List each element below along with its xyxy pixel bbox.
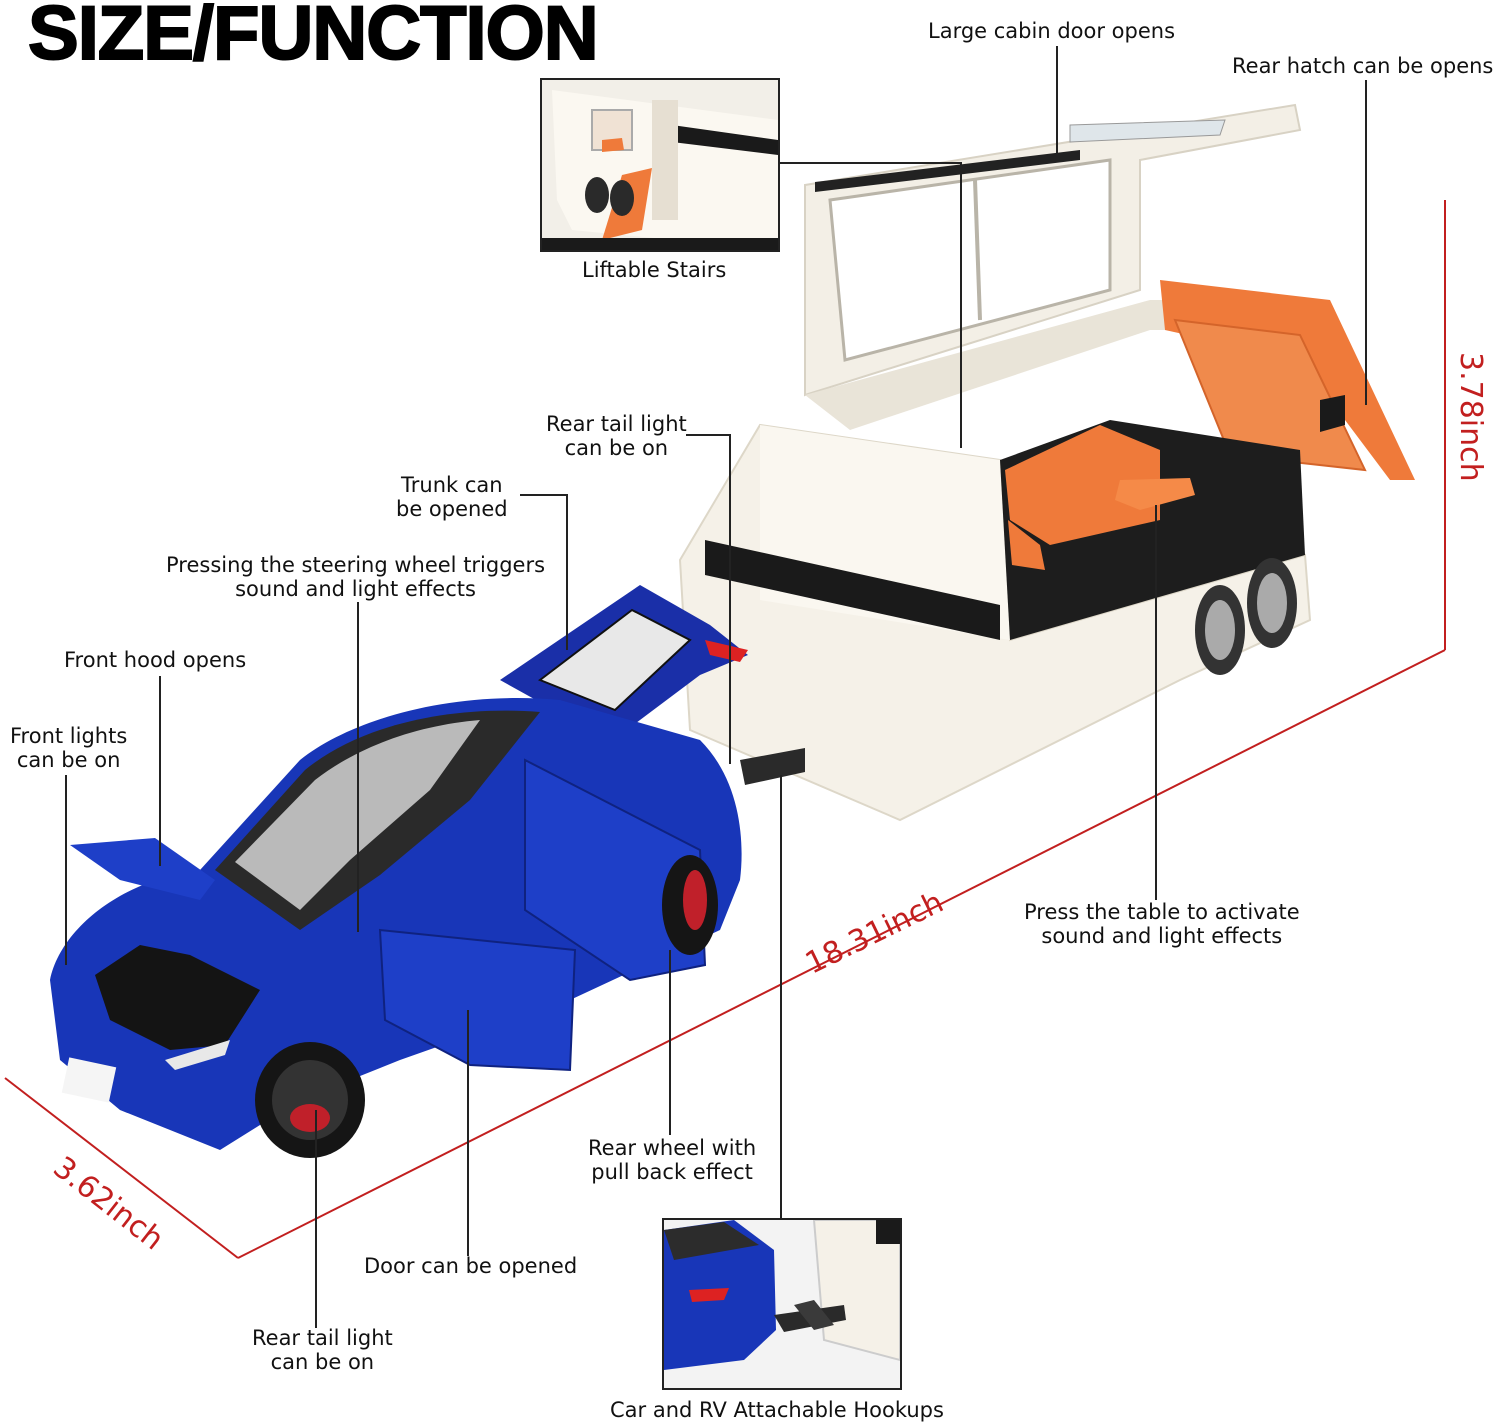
stairs-caption: Liftable Stairs: [582, 258, 727, 282]
car-tail-light-leader: [315, 1110, 317, 1328]
trunk-label: Trunk can be opened: [396, 473, 508, 521]
rv-tail-light-leader-v: [729, 434, 731, 764]
stairs-leader-h: [778, 162, 962, 164]
hookup-inset: [662, 1218, 902, 1390]
steering-leader: [357, 602, 359, 932]
rear-wheel-line-1: Rear wheel with: [588, 1136, 757, 1160]
table-leader: [1155, 505, 1157, 900]
steering-line-1: Pressing the steering wheel triggers: [166, 553, 546, 577]
trunk-leader-v: [566, 494, 568, 650]
rv-tail-light-line-2: can be on: [564, 436, 669, 460]
rear-hatch-label: Rear hatch can be opens: [1232, 54, 1494, 78]
steering-line-2: sound and light effects: [235, 577, 476, 601]
front-hood-leader: [159, 676, 161, 866]
rear-wheel-leader: [669, 950, 671, 1135]
rv-tail-light-label: Rear tail light can be on: [546, 412, 687, 460]
rv-tail-light-leader-h: [686, 434, 730, 436]
door-leader: [467, 1010, 469, 1256]
rear-wheel-label: Rear wheel with pull back effect: [588, 1136, 756, 1184]
height-dimension: 3.78inch: [1453, 352, 1488, 482]
steering-label: Pressing the steering wheel triggers sou…: [166, 553, 545, 601]
front-lights-label: Front lights can be on: [10, 724, 127, 772]
trunk-line-1: Trunk can: [401, 473, 503, 497]
trunk-line-2: be opened: [396, 497, 508, 521]
rv-tail-light-line-1: Rear tail light: [546, 412, 687, 436]
cabin-door-leader: [1056, 46, 1058, 156]
blue-car: [50, 585, 748, 1158]
rv-trailer: [678, 103, 1415, 822]
rear-wheel-line-2: pull back effect: [591, 1160, 753, 1184]
stairs-leader-v: [960, 162, 962, 448]
rear-hatch-leader: [1365, 80, 1367, 405]
hookup-caption: Car and RV Attachable Hookups: [610, 1398, 944, 1422]
hookup-illustration: [664, 1220, 900, 1388]
car-tail-light-label: Rear tail light can be on: [252, 1326, 393, 1374]
cabin-door-label: Large cabin door opens: [928, 19, 1176, 43]
car-tail-light-line-1: Rear tail light: [252, 1326, 393, 1350]
table-line-2: sound and light effects: [1041, 924, 1283, 948]
car-tail-light-line-2: can be on: [270, 1350, 375, 1374]
table-line-1: Press the table to activate: [1024, 900, 1300, 924]
front-lights-line-2: can be on: [16, 748, 121, 772]
page-title: SIZE/FUNCTION: [27, 0, 600, 76]
front-lights-line-1: Front lights: [10, 724, 128, 748]
front-hood-label: Front hood opens: [64, 648, 247, 672]
front-lights-leader: [65, 775, 67, 965]
door-label: Door can be opened: [364, 1254, 578, 1278]
hookup-leader: [780, 775, 782, 1218]
dimension-lines: [4, 200, 1446, 1259]
stairs-illustration: [542, 80, 778, 250]
table-label: Press the table to activate sound and li…: [1024, 900, 1300, 948]
stairs-inset: [540, 78, 780, 252]
trunk-leader-h: [520, 494, 568, 496]
